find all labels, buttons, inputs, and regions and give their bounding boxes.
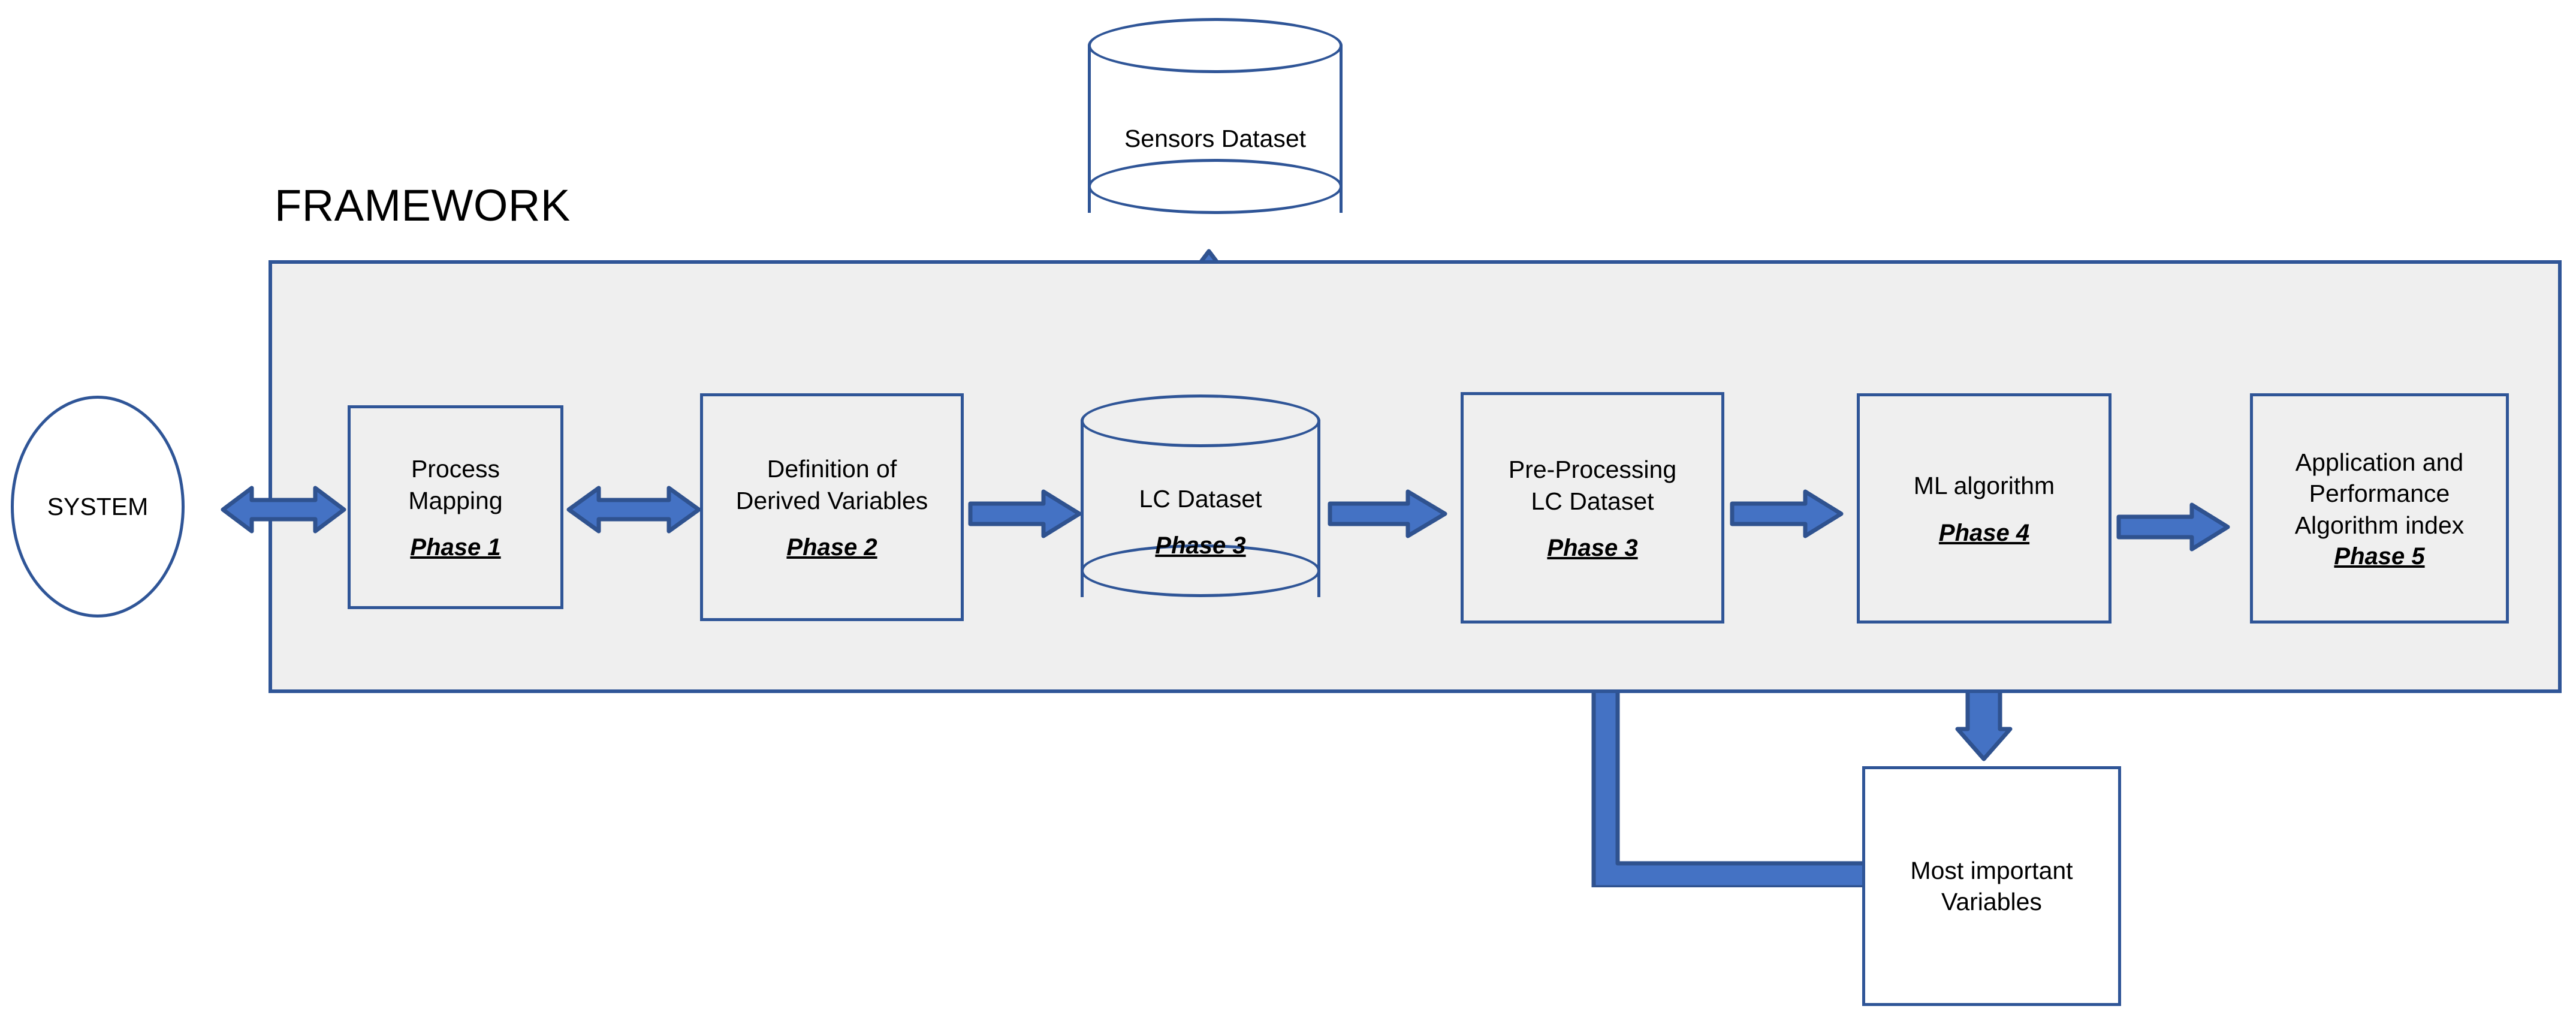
node-label: Sensors Dataset	[1124, 125, 1307, 152]
connector-derived-variables-to-lc-dataset[interactable]	[968, 489, 1082, 538]
double-arrow-horizontal-icon	[566, 486, 701, 534]
double-arrow-horizontal-icon	[221, 486, 346, 534]
node-label: Pre-Processing LC Dataset	[1508, 456, 1677, 515]
framework-container	[269, 260, 2562, 693]
node-phase-label: Phase 2	[786, 534, 877, 561]
node-phase-label: Phase 4	[1938, 519, 2030, 546]
framework-title: FRAMEWORK	[275, 180, 571, 230]
cylinder-top-ellipse	[1081, 394, 1320, 447]
cylinder-top-ellipse	[1088, 18, 1343, 73]
node-text-group: Sensors Dataset	[1088, 123, 1343, 154]
arrow-right-icon	[2116, 502, 2230, 552]
node-label: Process Mapping	[408, 455, 503, 514]
connector-ml-algorithm-to-most-important-variables[interactable]	[1955, 691, 2013, 761]
node-most-important-variables[interactable]: Most important Variables	[1862, 766, 2121, 1006]
node-phase-label: Phase 3	[1547, 534, 1638, 561]
node-phase-label: Phase 5	[2334, 543, 2425, 570]
node-sensors-dataset[interactable]: Sensors Dataset	[1088, 18, 1343, 240]
node-label: Application and Performance Algorithm in…	[2294, 448, 2465, 539]
connector-system-to-process-mapping[interactable]	[221, 484, 346, 535]
arrow-down-icon	[1955, 691, 2013, 761]
cylinder-bottom-ellipse	[1088, 159, 1343, 214]
node-derived-variables[interactable]: Definition of Derived Variables Phase 2	[700, 393, 964, 621]
node-application-performance[interactable]: Application and Performance Algorithm in…	[2250, 393, 2509, 624]
node-phase-label: Phase 3	[1155, 532, 1246, 559]
arrow-right-icon	[1730, 489, 1844, 538]
node-lc-dataset[interactable]: LC Dataset Phase 3	[1081, 394, 1320, 622]
node-label: Most important Variables	[1910, 856, 2073, 915]
node-ml-algorithm[interactable]: ML algorithm Phase 4	[1857, 393, 2112, 624]
node-text-group: LC Dataset Phase 3	[1081, 483, 1320, 559]
arrow-right-icon	[968, 489, 1082, 538]
connector-preprocessing-to-ml-algorithm[interactable]	[1730, 489, 1844, 538]
node-process-mapping[interactable]: Process Mapping Phase 1	[348, 405, 563, 609]
connector-ml-algorithm-to-application-performance[interactable]	[2116, 502, 2230, 552]
node-label: SYSTEM	[47, 492, 149, 520]
arrow-right-icon	[1328, 489, 1447, 538]
node-preprocessing[interactable]: Pre-Processing LC Dataset Phase 3	[1461, 392, 1724, 624]
node-label: Definition of Derived Variables	[735, 455, 928, 514]
connector-process-mapping-to-derived-variables[interactable]	[566, 484, 701, 535]
connector-lc-dataset-to-preprocessing[interactable]	[1328, 489, 1447, 538]
node-system[interactable]: SYSTEM	[11, 396, 185, 618]
cylinder-bottom-ellipse	[1081, 544, 1320, 597]
node-label: ML algorithm	[1913, 472, 2055, 500]
node-label: LC Dataset	[1139, 485, 1262, 513]
node-phase-label: Phase 1	[410, 534, 501, 561]
